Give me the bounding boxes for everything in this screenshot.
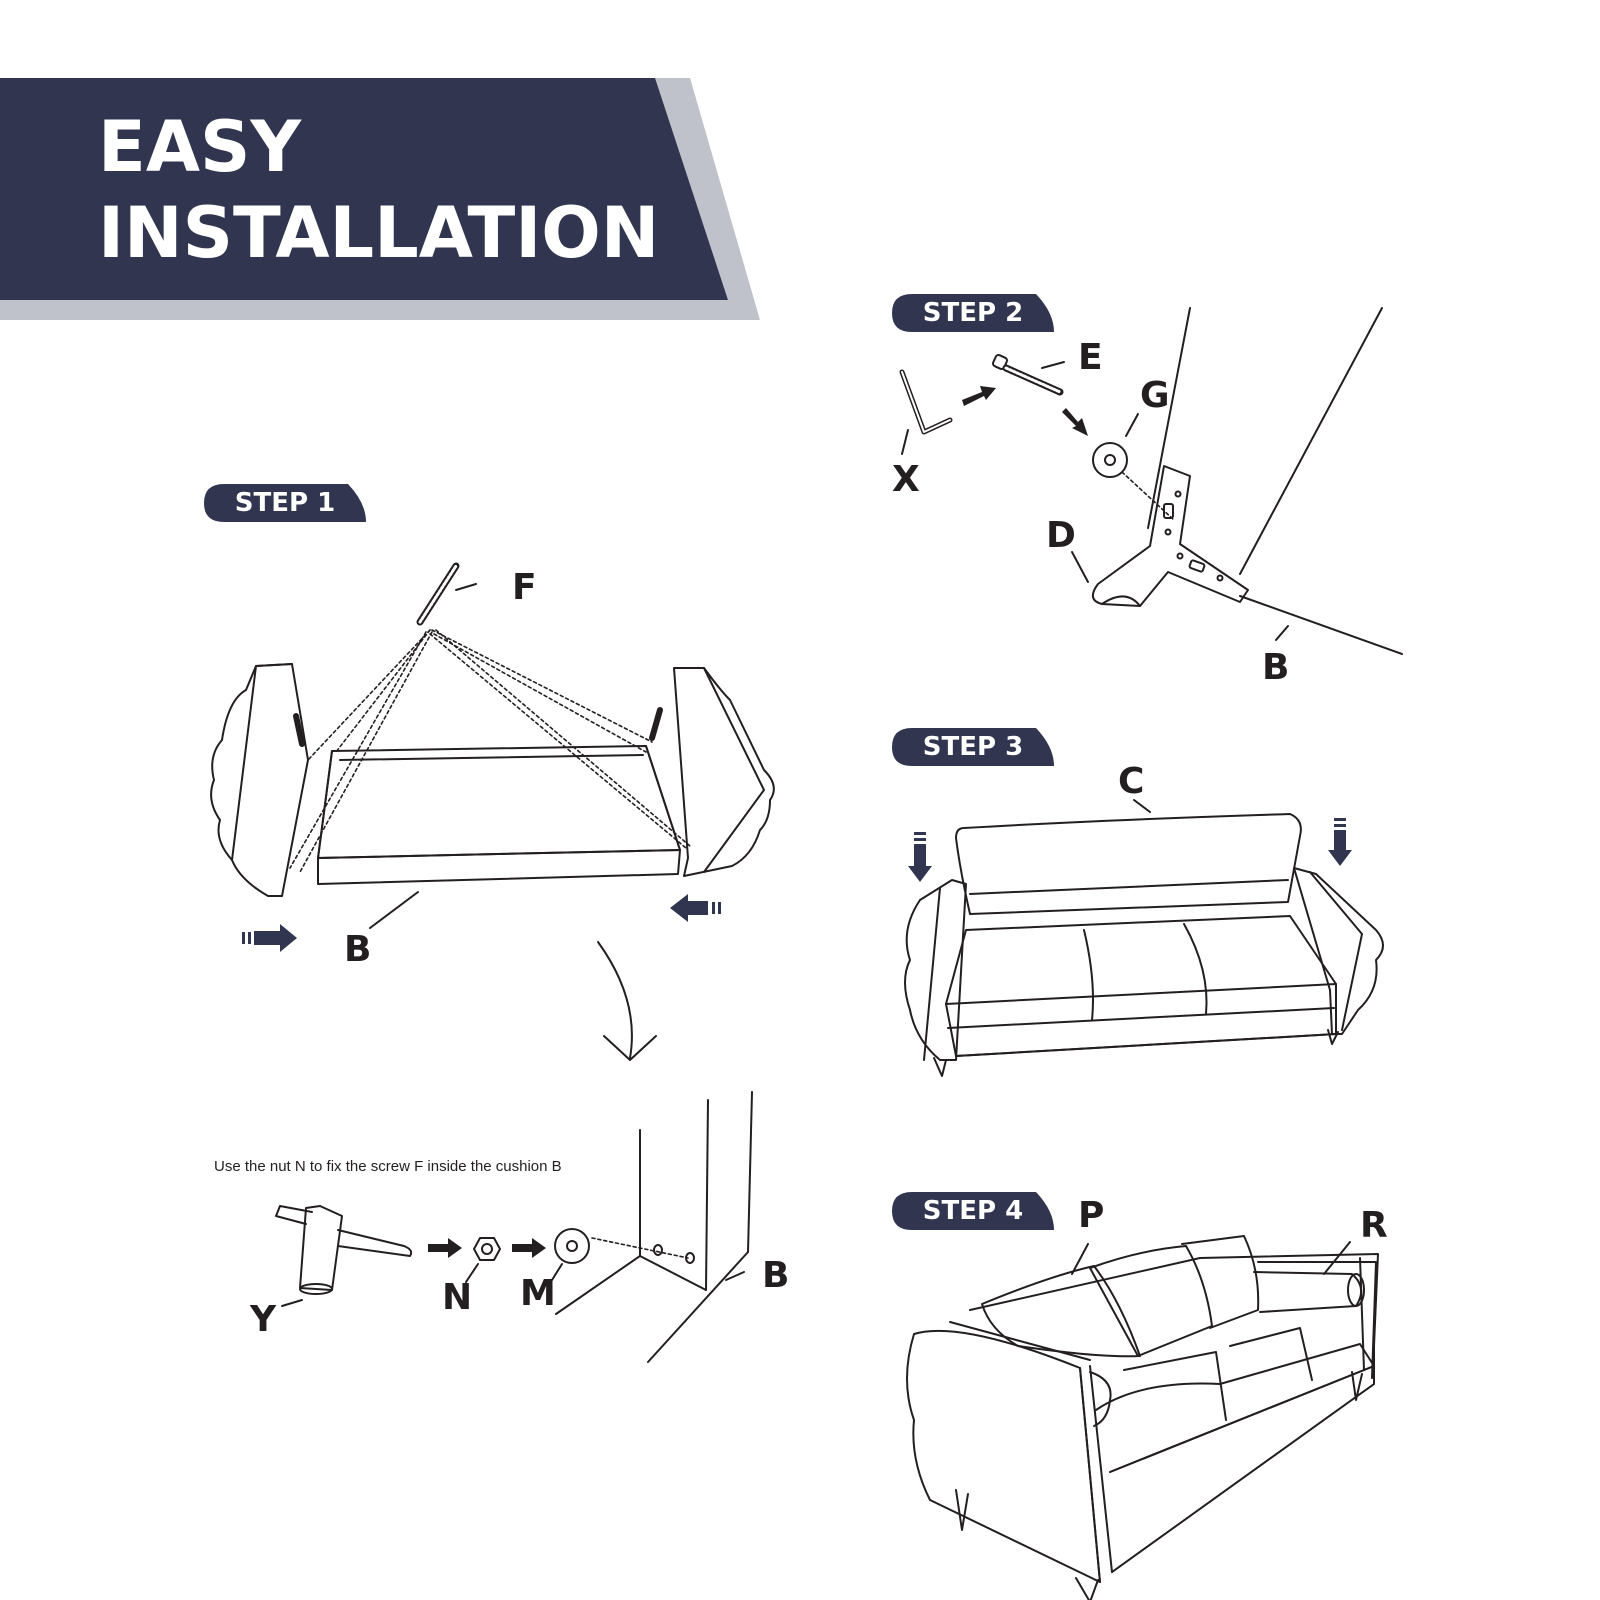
label-r: R [1360,1205,1388,1246]
label-x: X [892,459,920,500]
title-banner: EASY INSTALLATION [0,0,760,320]
downward-arrows [908,818,1352,882]
sofa-frame-b [1147,307,1403,655]
banner-background [0,78,728,300]
step1-label: STEP 1 [234,488,336,518]
bolt-e-icon [992,354,1065,396]
screw-f-icon [416,562,477,626]
cushion-base-b [317,745,681,885]
instruction-note: Use the nut N to fix the screw F inside … [214,1158,562,1175]
bolster-r [1089,1241,1365,1427]
nut-n-icon [465,1237,501,1283]
label-f: F [512,567,537,608]
right-arm-panel [649,667,775,877]
label-b-step1: B [344,929,372,970]
step2-label: STEP 2 [922,298,1024,328]
label-b-detail: B [762,1255,790,1296]
backrest-c [955,799,1302,915]
label-y: Y [250,1299,277,1340]
label-c: C [1118,761,1145,802]
step1-detail-nut-fixing [275,1091,753,1363]
banner-title-line1: EASY [98,106,302,188]
allen-key-x-icon [899,369,953,455]
label-b-step2: B [1262,647,1290,688]
step1-badge: STEP 1 [204,484,366,522]
step2-arrows [962,386,1088,436]
step3-badge: STEP 3 [892,728,1054,766]
label-e: E [1078,337,1103,378]
label-g: G [1140,375,1170,416]
leg-d [1071,465,1249,607]
sofa-body-step4 [906,1253,1379,1600]
pillow-p [981,1235,1260,1358]
left-arm-panel [210,663,309,897]
label-m: M [520,1273,556,1314]
step4-badge: STEP 4 [892,1192,1054,1230]
label-d: D [1046,515,1076,556]
sofa-body [904,867,1384,1077]
cushion-corner-b [555,1091,753,1363]
label-n: N [442,1277,473,1318]
socket-wrench-y-icon [275,1205,413,1307]
sequence-arrows [428,1238,546,1258]
step4-label: STEP 4 [922,1196,1024,1226]
step4-pillows [906,1235,1379,1600]
push-arrows [242,894,721,952]
step3-label: STEP 3 [922,732,1024,762]
washer-m-icon [551,1228,590,1281]
step1-sofa-assembly [210,562,775,952]
alignment-guides [289,629,691,873]
label-p: P [1078,1195,1105,1236]
step2-badge: STEP 2 [892,294,1054,332]
curved-arrow-icon [597,941,657,1061]
alignment-guide [1121,471,1175,521]
label-b-leader [369,891,419,929]
banner-title-line2: INSTALLATION [98,192,660,274]
banner-shape [0,78,760,320]
washer-g-icon [1092,413,1139,478]
step2-leg-install [899,307,1403,655]
step3-backrest [904,799,1384,1077]
